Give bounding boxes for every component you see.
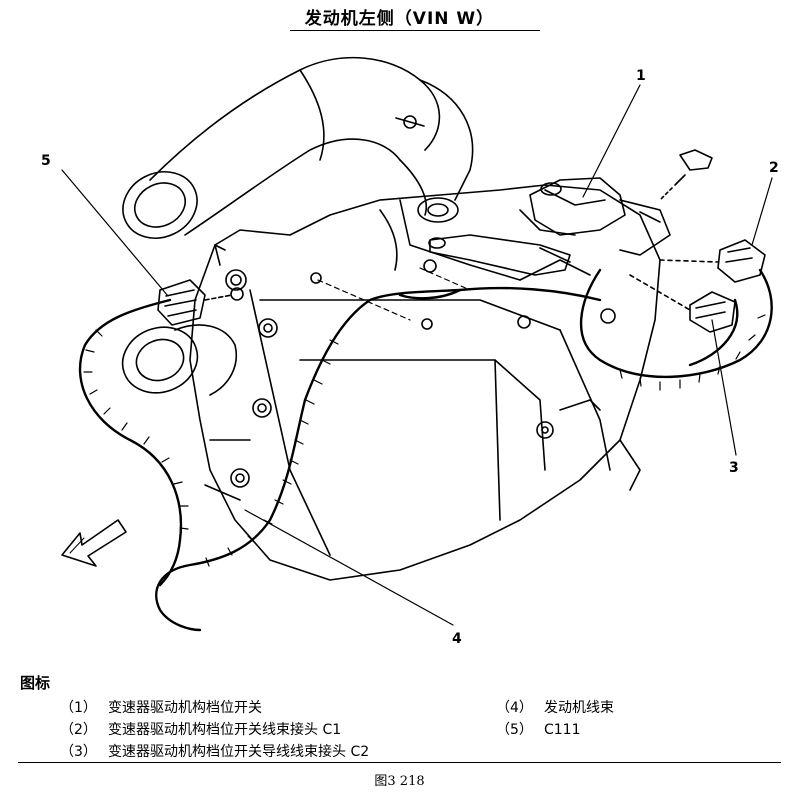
legend-item-number: （4）: [496, 700, 533, 716]
footer-rule: [18, 762, 781, 763]
legend-item-2: （2） 变速器驱动机构档位开关线束接头 C1: [60, 719, 341, 739]
legend-item-label: 变速器驱动机构档位开关: [108, 700, 262, 716]
figure-caption: 图3 218: [374, 774, 425, 789]
output-shaft: [121, 324, 237, 396]
callout-1: 1: [636, 68, 646, 84]
legend-item-number: （2）: [60, 722, 97, 738]
legend-item-label: C111: [544, 722, 581, 738]
callout-3: 3: [729, 460, 739, 476]
callout-5: 5: [41, 153, 51, 169]
front-arrow-icon: [61, 519, 127, 567]
engine-diagram: 1 2 3 4 5: [41, 56, 779, 647]
engine-harness: [78, 268, 773, 632]
callout-2: 2: [769, 160, 779, 176]
range-switch-assembly: [428, 149, 713, 276]
legend-item-4: （4） 发动机线束: [496, 697, 614, 717]
c111-connector: [157, 279, 244, 326]
harness-wrap-ticks: [83, 314, 766, 567]
legend-heading: 图标: [20, 674, 51, 692]
legend-item-number: （3）: [60, 744, 97, 760]
title-underline: [290, 30, 540, 31]
legend-item-label: 发动机线束: [544, 700, 614, 716]
callout-4: 4: [452, 631, 462, 647]
legend-item-5: （5） C111: [496, 719, 581, 739]
leader-lines: [61, 84, 773, 626]
legend-item-1: （1） 变速器驱动机构档位开关: [60, 697, 262, 717]
fasteners: [310, 259, 437, 330]
legend-item-number: （1）: [60, 700, 97, 716]
connectors: [629, 239, 766, 333]
intake-pipe: [122, 56, 474, 239]
legend-item-3: （3） 变速器驱动机构档位开关导线线束接头 C2: [60, 741, 369, 761]
transmission-case: [189, 184, 661, 581]
legend-item-number: （5）: [496, 722, 533, 738]
legend-item-label: 变速器驱动机构档位开关导线线束接头 C2: [108, 744, 370, 760]
legend-item-label: 变速器驱动机构档位开关线束接头 C1: [108, 722, 342, 738]
figure-title: 发动机左侧（VIN W）: [304, 9, 495, 29]
